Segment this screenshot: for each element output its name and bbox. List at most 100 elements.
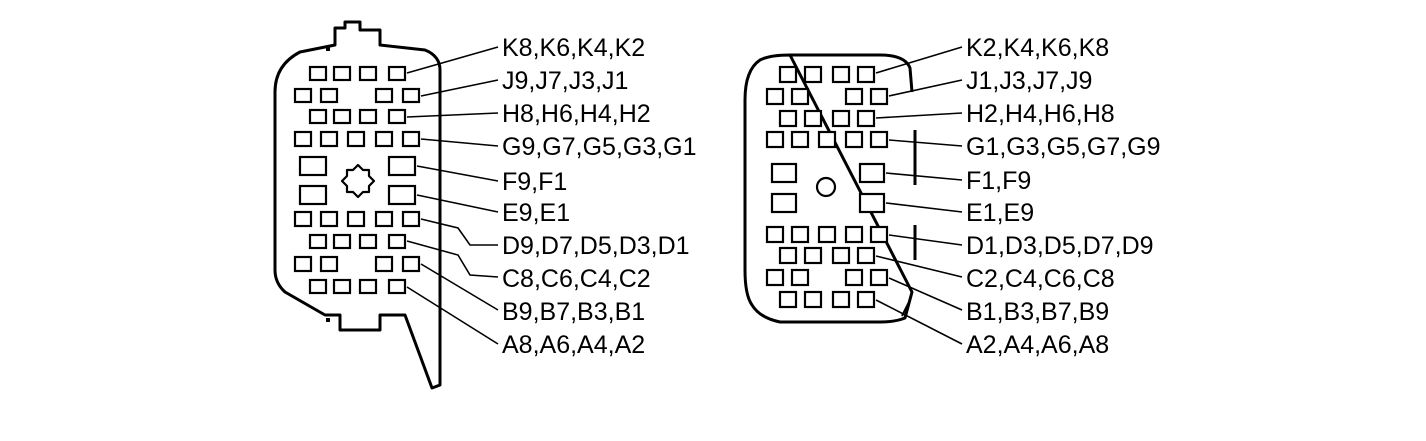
left-pin [358, 108, 378, 125]
right-pin [803, 109, 823, 128]
left-key-dot-bottom [326, 318, 330, 322]
left-label-k: K8,K6,K4,K2 [502, 34, 645, 62]
left-pin [308, 108, 328, 125]
right-pin [856, 290, 876, 309]
right-pin [778, 290, 798, 309]
left-pins [293, 65, 421, 295]
right-pin [790, 130, 810, 149]
right-pin [831, 290, 851, 309]
right-pin [817, 225, 837, 244]
left-pin [298, 155, 328, 177]
right-pin [770, 192, 798, 214]
right-pin [831, 109, 851, 128]
right-label-d: D1,D3,D5,D7,D9 [966, 232, 1154, 260]
right-pin [856, 65, 876, 84]
left-pin [374, 255, 394, 273]
left-pin [346, 210, 366, 228]
left-pin [374, 87, 394, 104]
right-label-c: C2,C4,C6,C8 [966, 265, 1115, 293]
left-pin [332, 65, 352, 82]
right-pin [869, 268, 889, 287]
right-pin [803, 246, 823, 265]
left-labels: K8,K6,K4,K2 J9,J7,J3,J1 H8,H6,H4,H2 G9,G… [502, 34, 697, 359]
left-center-key [340, 163, 376, 199]
left-pin [401, 87, 421, 104]
right-pin [803, 290, 823, 309]
left-pin [387, 278, 407, 295]
right-leader-line [885, 172, 963, 181]
left-label-b: B9,B7,B3,B1 [502, 298, 645, 326]
left-pin [308, 278, 328, 295]
left-label-f: F9,F1 [502, 168, 567, 196]
right-leader-line [875, 299, 963, 345]
right-pin [765, 268, 785, 287]
left-leader-line [420, 79, 499, 97]
right-pin [856, 109, 876, 128]
right-connector-body [743, 53, 917, 324]
left-pin [401, 130, 421, 148]
right-leader-line [888, 79, 963, 97]
left-pin [293, 210, 313, 228]
right-pin [831, 65, 851, 84]
right-pin [778, 246, 798, 265]
left-leader-line [420, 218, 498, 246]
left-pin [358, 278, 378, 295]
left-leader-line [406, 112, 499, 118]
left-pin [387, 233, 407, 250]
right-leader-line [888, 277, 963, 311]
left-pin [308, 65, 328, 82]
left-label-c: C8,C6,C4,C2 [502, 265, 651, 293]
left-key-dot-top [326, 47, 330, 51]
right-pin [869, 225, 889, 244]
left-leader-line [420, 263, 499, 311]
right-leaders [875, 46, 963, 345]
left-pin [293, 130, 313, 148]
left-label-g: G9,G7,G5,G3,G1 [502, 133, 697, 161]
right-label-f: F1,F9 [966, 167, 1031, 195]
left-leader-line [416, 165, 499, 182]
right-leader-line [875, 255, 963, 278]
left-pin [387, 108, 407, 125]
right-pin [778, 65, 798, 84]
right-leader-line [875, 112, 963, 119]
left-label-e: E9,E1 [502, 199, 570, 227]
left-pin [332, 278, 352, 295]
right-pin [790, 225, 810, 244]
left-pin [401, 210, 421, 228]
left-leaders [406, 46, 499, 345]
right-pin [765, 87, 785, 106]
right-pin [770, 162, 798, 184]
right-pin [778, 109, 798, 128]
right-labels: K2,K4,K6,K8 J1,J3,J7,J9 H2,H4,H6,H8 G1,G… [966, 34, 1161, 359]
left-pin [387, 184, 417, 206]
right-leader-line [888, 234, 963, 246]
left-pin [387, 155, 417, 177]
left-pin [332, 108, 352, 125]
left-pin [293, 87, 313, 104]
left-leader-line [406, 46, 499, 74]
right-leader-line [885, 202, 963, 213]
right-pin [869, 130, 889, 149]
right-pin [803, 65, 823, 84]
left-pin [346, 130, 366, 148]
left-pin [374, 130, 394, 148]
right-label-k: K2,K4,K6,K8 [966, 34, 1109, 62]
right-pin [858, 162, 886, 184]
left-connector: K8,K6,K4,K2 J9,J7,J3,J1 H8,H6,H4,H2 G9,G… [273, 20, 697, 390]
left-pin [358, 65, 378, 82]
right-label-b: B1,B3,B7,B9 [966, 298, 1109, 326]
right-pin [844, 225, 864, 244]
left-pin [293, 255, 313, 273]
right-pin [844, 268, 864, 287]
right-pins [765, 65, 889, 309]
right-pin [790, 268, 810, 287]
right-pin [817, 130, 837, 149]
left-leader-line [416, 194, 499, 213]
right-pin [790, 87, 810, 106]
left-pin [358, 233, 378, 250]
left-label-h: H8,H6,H4,H2 [502, 100, 651, 128]
left-label-a: A8,A6,A4,A2 [502, 331, 645, 359]
left-pin [319, 87, 339, 104]
